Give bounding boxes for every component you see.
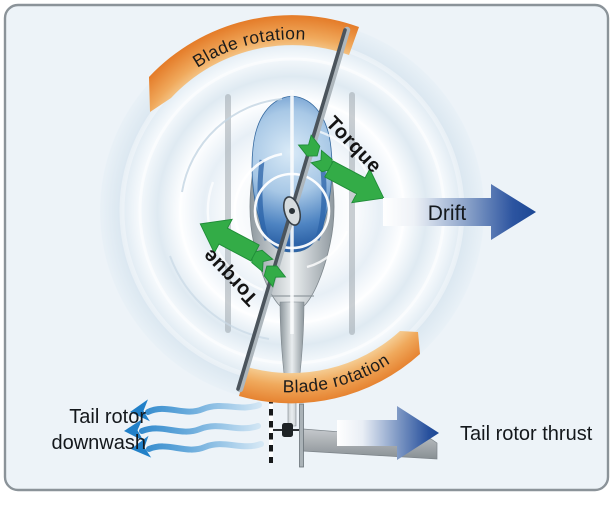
rotor-hub bbox=[282, 196, 302, 226]
tail-rotor-hub bbox=[282, 423, 293, 437]
downwash-label-line1: Tail rotor bbox=[69, 406, 146, 428]
drift-arrow: Drift bbox=[383, 184, 536, 240]
tail-rotor-downwash: Tail rotor downwash bbox=[51, 399, 264, 460]
tail-rotor-thrust-arrow: Tail rotor thrust bbox=[337, 406, 593, 460]
ghost-rotor-blades bbox=[225, 92, 355, 335]
blade-rotation-band-bottom bbox=[239, 331, 420, 404]
blade-rotation-band-top bbox=[149, 15, 359, 112]
tail-boom bbox=[279, 301, 305, 427]
vertical-fin bbox=[299, 403, 304, 468]
drift-label: Drift bbox=[428, 202, 467, 225]
tail-rotor-thrust-label: Tail rotor thrust bbox=[460, 423, 593, 445]
downwash-label-line2: downwash bbox=[51, 432, 146, 454]
